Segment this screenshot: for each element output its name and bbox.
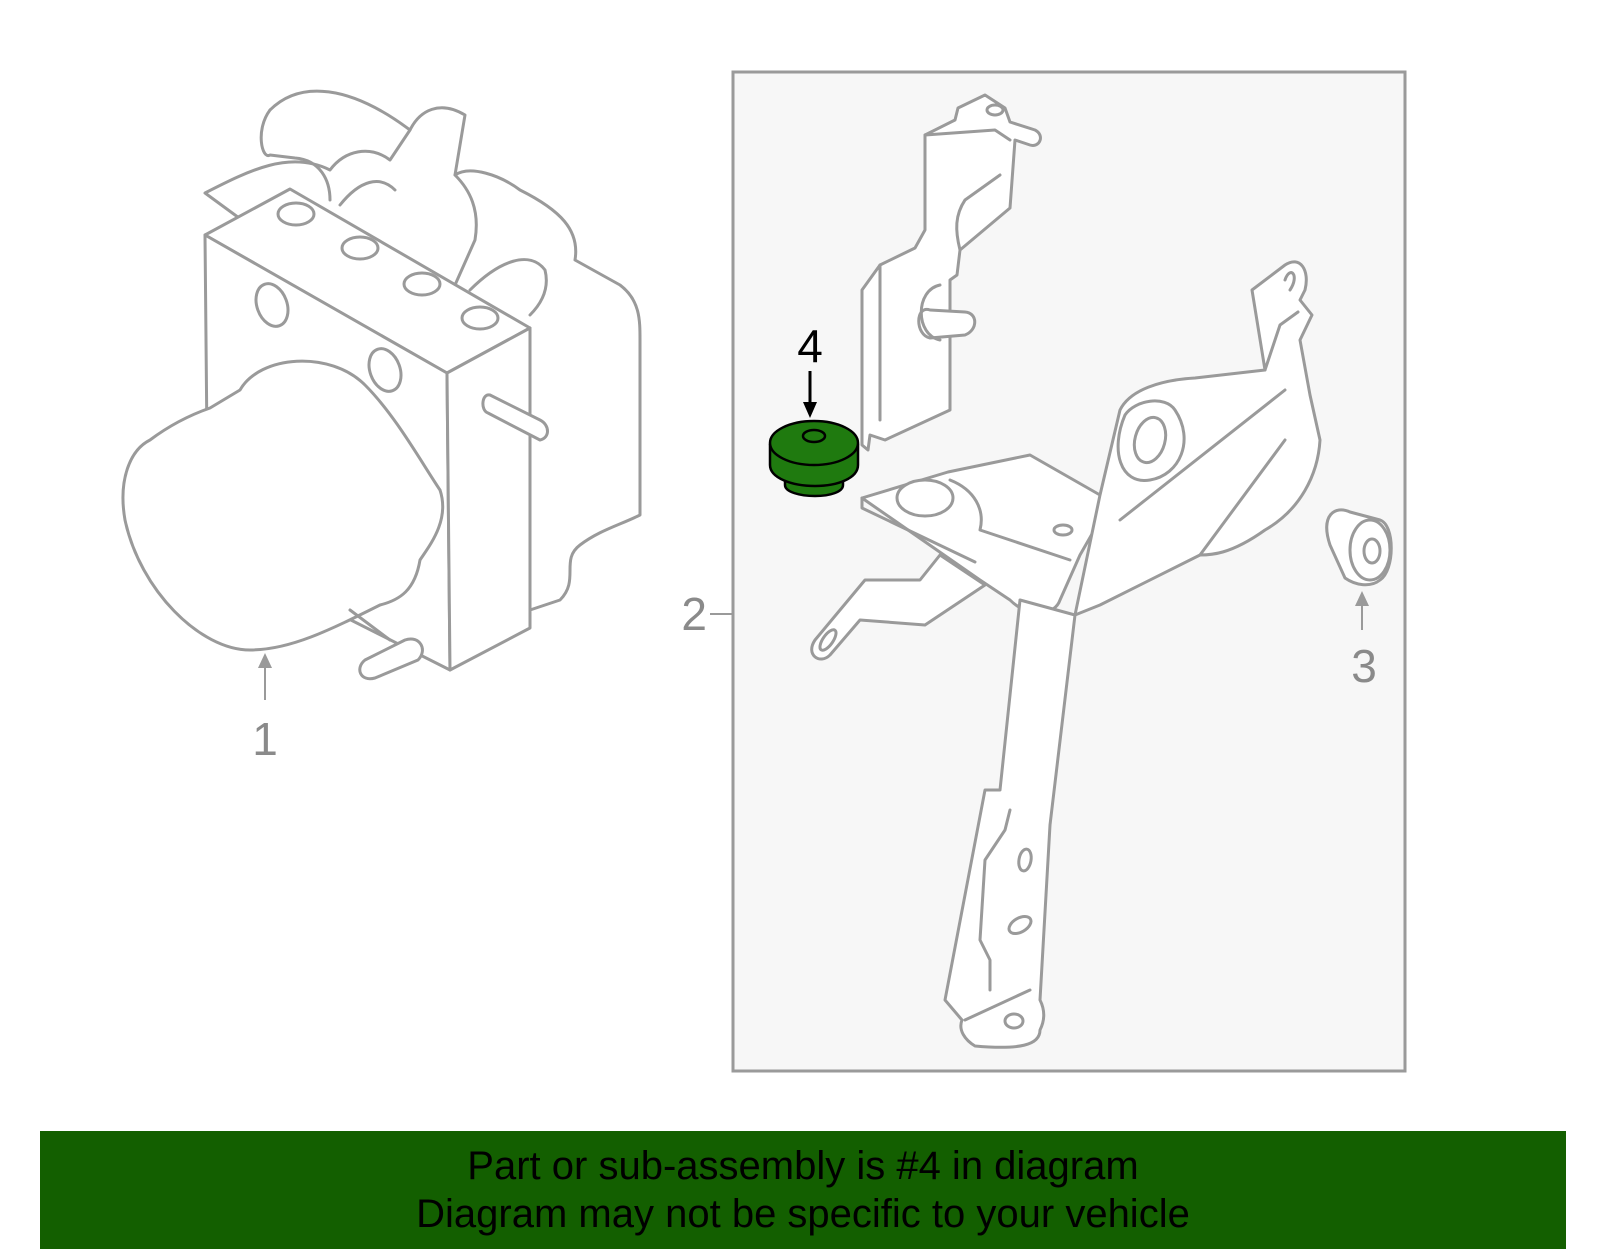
callout-4: 4	[797, 320, 823, 372]
part-2-bracket	[810, 93, 1322, 1049]
part-3-grommet	[1325, 508, 1393, 630]
callout-1: 1	[252, 713, 278, 765]
part-1-abs-unit	[121, 89, 642, 700]
footer-line-2: Diagram may not be specific to your vehi…	[416, 1192, 1190, 1236]
part-4-grommet-highlighted	[768, 371, 860, 498]
footer-line-1: Part or sub-assembly is #4 in diagram	[467, 1144, 1139, 1188]
footer-banner: Part or sub-assembly is #4 in diagram Di…	[40, 1131, 1566, 1249]
callout-3: 3	[1351, 640, 1377, 692]
callout-2: 2	[681, 588, 707, 640]
